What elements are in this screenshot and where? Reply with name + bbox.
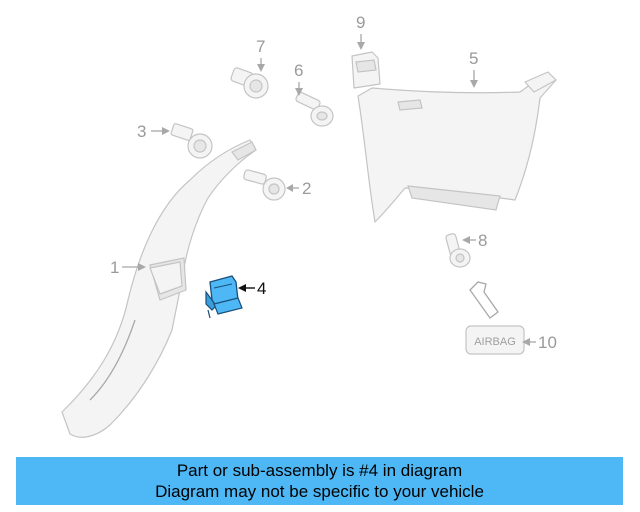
part-3-clip[interactable]: [170, 123, 213, 159]
callout-2-label: 2: [302, 179, 311, 198]
callout-1: 1: [110, 258, 146, 277]
callout-2: 2: [286, 179, 311, 198]
info-banner: Part or sub-assembly is #4 in diagram Di…: [16, 457, 623, 505]
banner-line-1: Part or sub-assembly is #4 in diagram: [176, 461, 463, 480]
part-4-clip-bracket[interactable]: [205, 275, 243, 319]
callout-7: 7: [256, 37, 265, 72]
part-8-bolt[interactable]: [445, 233, 471, 268]
callout-4: 4: [238, 279, 266, 298]
callout-8-label: 8: [478, 231, 487, 250]
callout-8: 8: [462, 231, 487, 250]
callout-5-label: 5: [469, 49, 478, 68]
part-6-bolt[interactable]: [295, 91, 334, 127]
banner-line-2: Diagram may not be specific to your vehi…: [155, 482, 484, 501]
callout-6: 6: [294, 61, 303, 96]
callout-6-label: 6: [294, 61, 303, 80]
callout-7-label: 7: [256, 37, 265, 56]
part-2-screw[interactable]: [243, 169, 286, 201]
part-10-airbag-label[interactable]: AIRBAG: [465, 281, 525, 355]
callout-10: 10: [522, 333, 557, 352]
callout-4-label: 4: [257, 279, 266, 298]
parts-diagram: 1 2 3 4: [61, 13, 557, 438]
callout-9: 9: [356, 13, 365, 50]
callout-10-label: 10: [538, 333, 557, 352]
part-7-grommet[interactable]: [230, 67, 269, 99]
airbag-text: AIRBAG: [474, 336, 516, 348]
part-1-pillar-trim[interactable]: [61, 139, 257, 438]
callout-9-label: 9: [356, 13, 365, 32]
callout-1-label: 1: [110, 258, 119, 277]
callout-5: 5: [469, 49, 478, 88]
part-9-clip[interactable]: [351, 51, 381, 89]
callout-3: 3: [137, 122, 170, 141]
callout-3-label: 3: [137, 122, 146, 141]
part-5-quarter-trim-panel[interactable]: [357, 71, 557, 223]
